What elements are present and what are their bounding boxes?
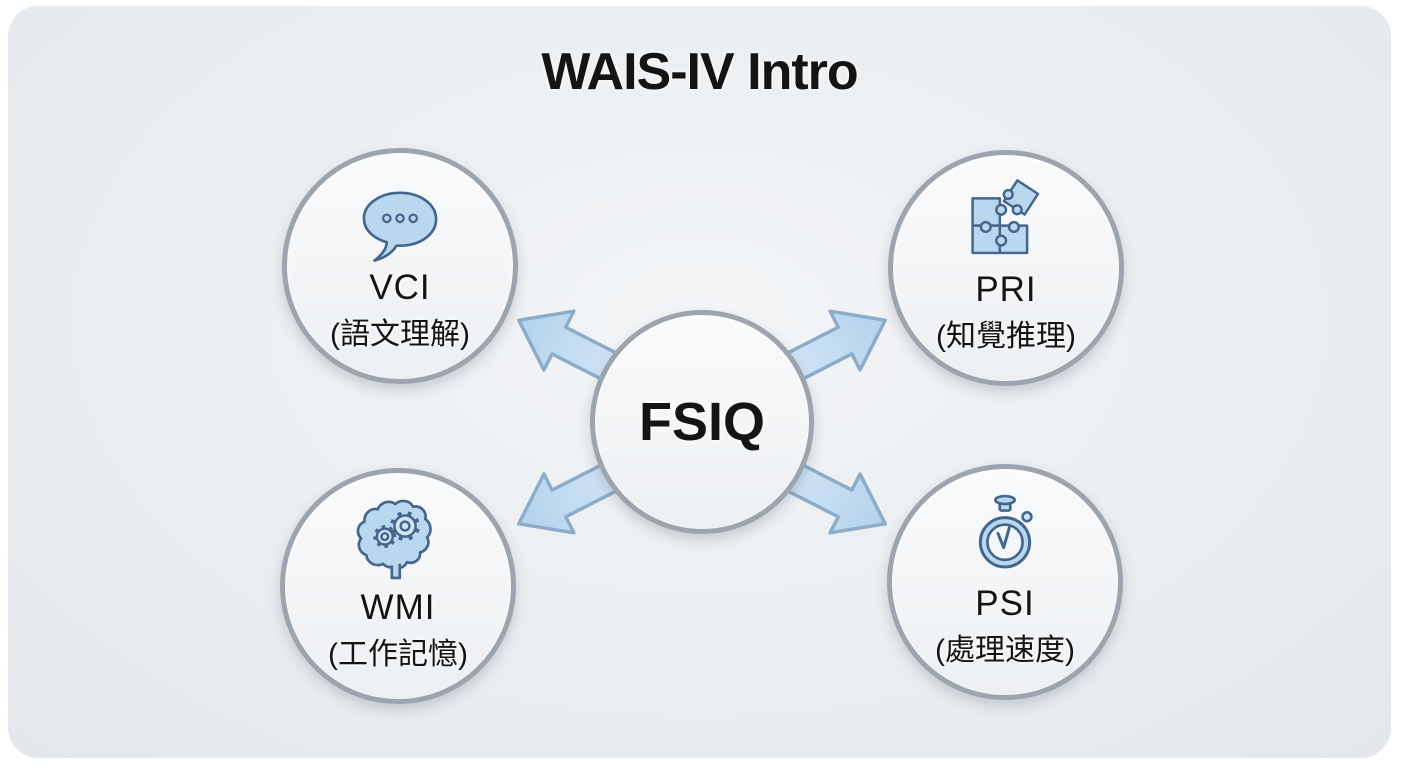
node-pri: PRI (知覺推理) — [888, 150, 1124, 386]
node-fsiq-label: FSIQ — [638, 392, 765, 452]
node-psi: PSI (處理速度) — [887, 464, 1123, 700]
node-wmi-label: WMI — [360, 588, 436, 627]
node-fsiq: FSIQ — [590, 310, 814, 534]
node-pri-sublabel: (知覺推理) — [936, 320, 1076, 353]
diagram-card: WAIS-IV Intro VCI (語文理解) — [8, 6, 1391, 758]
node-pri-label: PRI — [975, 270, 1037, 309]
node-wmi: WMI (工作記憶) — [280, 468, 516, 704]
node-vci: VCI (語文理解) — [282, 148, 518, 384]
node-wmi-sublabel: (工作記憶) — [328, 638, 468, 671]
node-vci-label: VCI — [369, 268, 431, 307]
node-psi-label: PSI — [975, 584, 1035, 623]
page-title: WAIS-IV Intro — [541, 43, 858, 101]
node-psi-sublabel: (處理速度) — [935, 634, 1075, 667]
speech-bubble-icon — [362, 191, 438, 262]
brain-gears-icon — [356, 499, 432, 580]
stopwatch-icon — [978, 494, 1033, 569]
node-vci-sublabel: (語文理解) — [330, 318, 470, 351]
puzzle-pieces-icon — [971, 179, 1040, 255]
